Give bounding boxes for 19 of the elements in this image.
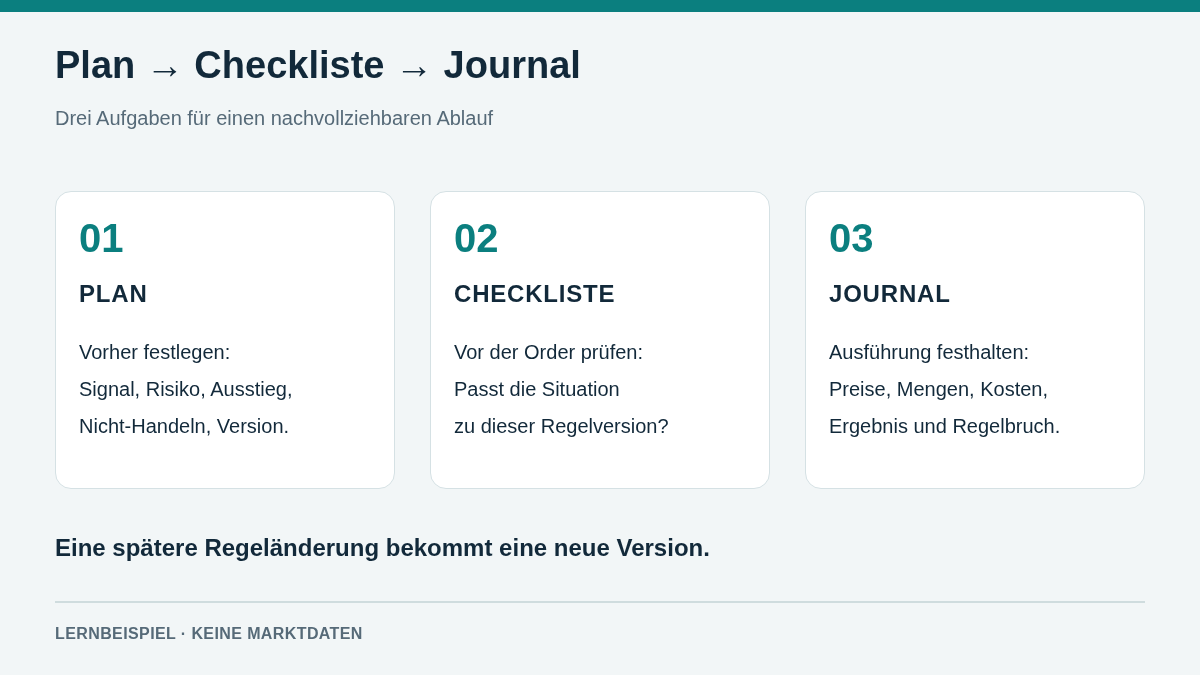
step-card [430,191,770,489]
footer-text: LERNBEISPIEL · KEINE MARKTDATEN [55,624,363,644]
step-text: Passt die Situation zu dieser Regelversion? [454,377,669,439]
note-text: Eine spätere Regeländerung bekommt eine neue Version. [55,534,710,562]
step-text: Signal, Risiko, Ausstieg, Nicht-Handeln, Version. [79,377,293,439]
step-heading: PLAN [79,280,148,308]
step-number: 01 [79,215,124,262]
step-text: Preise, Mengen, Kosten, Ergebnis und Regelbruch. [829,377,1061,439]
title: Plan → Checkliste → Journal [55,43,581,88]
step-card [805,191,1145,489]
step-heading: CHECKLISTE [454,280,616,308]
step-heading: JOURNAL [829,280,951,308]
step-number: 02 [454,215,499,262]
step-text: Ausführung festhalten: [829,340,1030,365]
step-number: 03 [829,215,874,262]
step-card [55,191,395,489]
subtitle: Drei Aufgaben für einen nachvollziehbaren Ablauf [55,106,494,130]
step-text: Vor der Order prüfen: [454,340,643,365]
step-text: Vorher festlegen: [79,340,231,365]
